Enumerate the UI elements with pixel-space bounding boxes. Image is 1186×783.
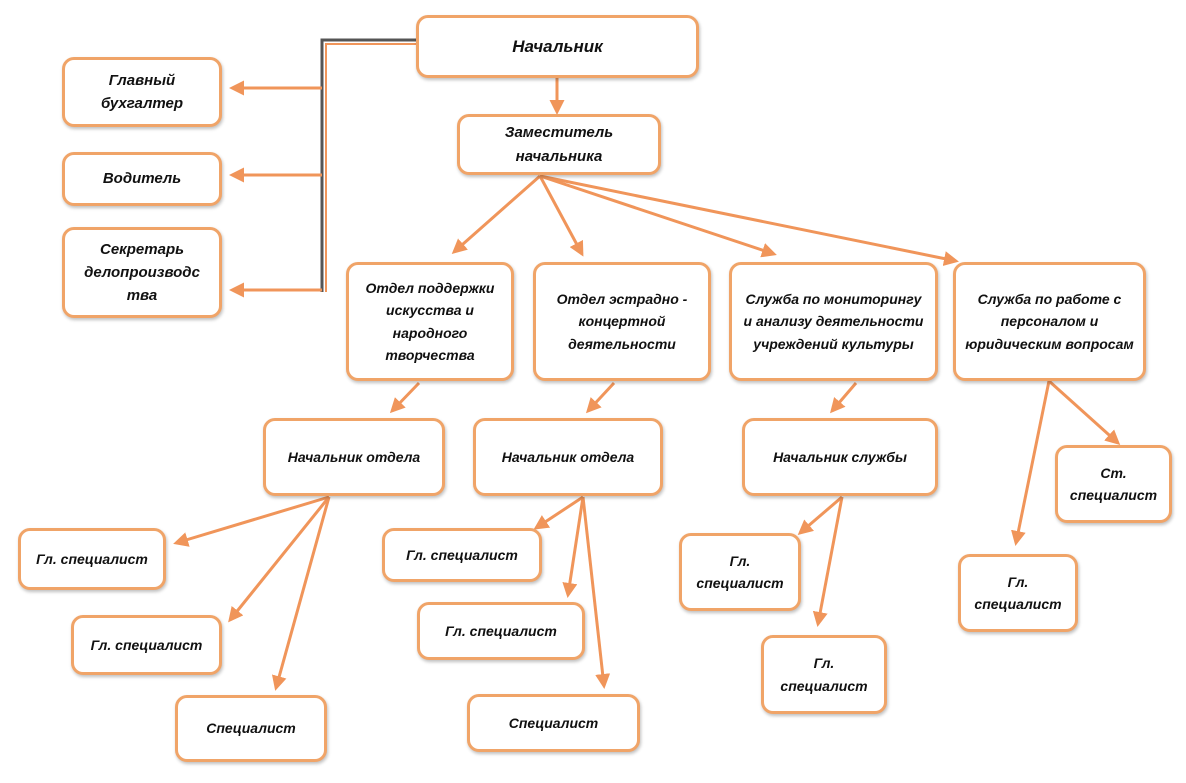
node-concert-chief-spec-1: Гл. специалист: [382, 528, 542, 582]
node-monitoring-chief-spec-2: Гл. специалист: [761, 635, 887, 714]
node-arts-chief-spec-2: Гл. специалист: [71, 615, 222, 675]
arrow-to-arts-chief-spec-1: [173, 495, 330, 547]
arrow-to-concert-chief-spec-2: [562, 496, 585, 598]
arrow-to-personnel-senior-spec: [1047, 379, 1121, 446]
node-service-monitoring: Служба по мониторингу и анализу деятельн…: [729, 262, 938, 381]
node-arts-head: Начальник отдела: [263, 418, 445, 496]
node-monitoring-head: Начальник службы: [742, 418, 938, 496]
trunk-line-orange: [325, 43, 416, 292]
node-secretary: Секретарь делопроизводс тва: [62, 227, 222, 318]
node-driver: Водитель: [62, 152, 222, 206]
arrow-to-arts-head: [389, 381, 421, 414]
node-chief-accountant: Главный бухгалтер: [62, 57, 222, 127]
node-service-personnel: Служба по работе с персоналом и юридичес…: [953, 262, 1146, 381]
node-personnel-senior-spec: Ст. специалист: [1055, 445, 1172, 523]
arrow-to-monitoring-chief-spec-2: [812, 496, 844, 627]
arrow-to-monitoring-chief-spec-1: [797, 495, 843, 535]
node-deputy: Заместитель начальника: [457, 114, 661, 175]
arrow-to-arts-spec: [271, 496, 331, 691]
node-concert-spec: Специалист: [467, 694, 640, 752]
trunk-line: [320, 38, 416, 292]
arrow-to-concert-spec: [581, 496, 611, 689]
arrow-to-monitoring-head: [830, 382, 858, 414]
arrow-to-dept-concert: [538, 175, 584, 257]
arrow-to-concert-head: [585, 381, 616, 414]
node-concert-head: Начальник отдела: [473, 418, 663, 496]
node-arts-spec: Специалист: [175, 695, 327, 762]
node-arts-chief-spec-1: Гл. специалист: [18, 528, 166, 590]
arrow-to-concert-chief-spec-1: [533, 495, 584, 530]
arrow-to-dept-arts: [451, 174, 541, 254]
node-dept-concert: Отдел эстрадно - концертной деятельности: [533, 262, 711, 381]
node-personnel-chief-spec: Гл. специалист: [958, 554, 1078, 632]
arrow-to-service-monitoring: [539, 174, 777, 258]
node-dept-arts: Отдел поддержки искусства и народного тв…: [346, 262, 514, 381]
arrow-to-arts-chief-spec-2: [228, 496, 331, 623]
arrow-to-personnel-chief-spec: [1011, 380, 1051, 546]
node-monitoring-chief-spec-1: Гл. специалист: [679, 533, 801, 611]
node-concert-chief-spec-2: Гл. специалист: [417, 602, 585, 660]
node-chief: Начальник: [416, 15, 699, 78]
arrow-to-service-personnel: [539, 174, 959, 266]
